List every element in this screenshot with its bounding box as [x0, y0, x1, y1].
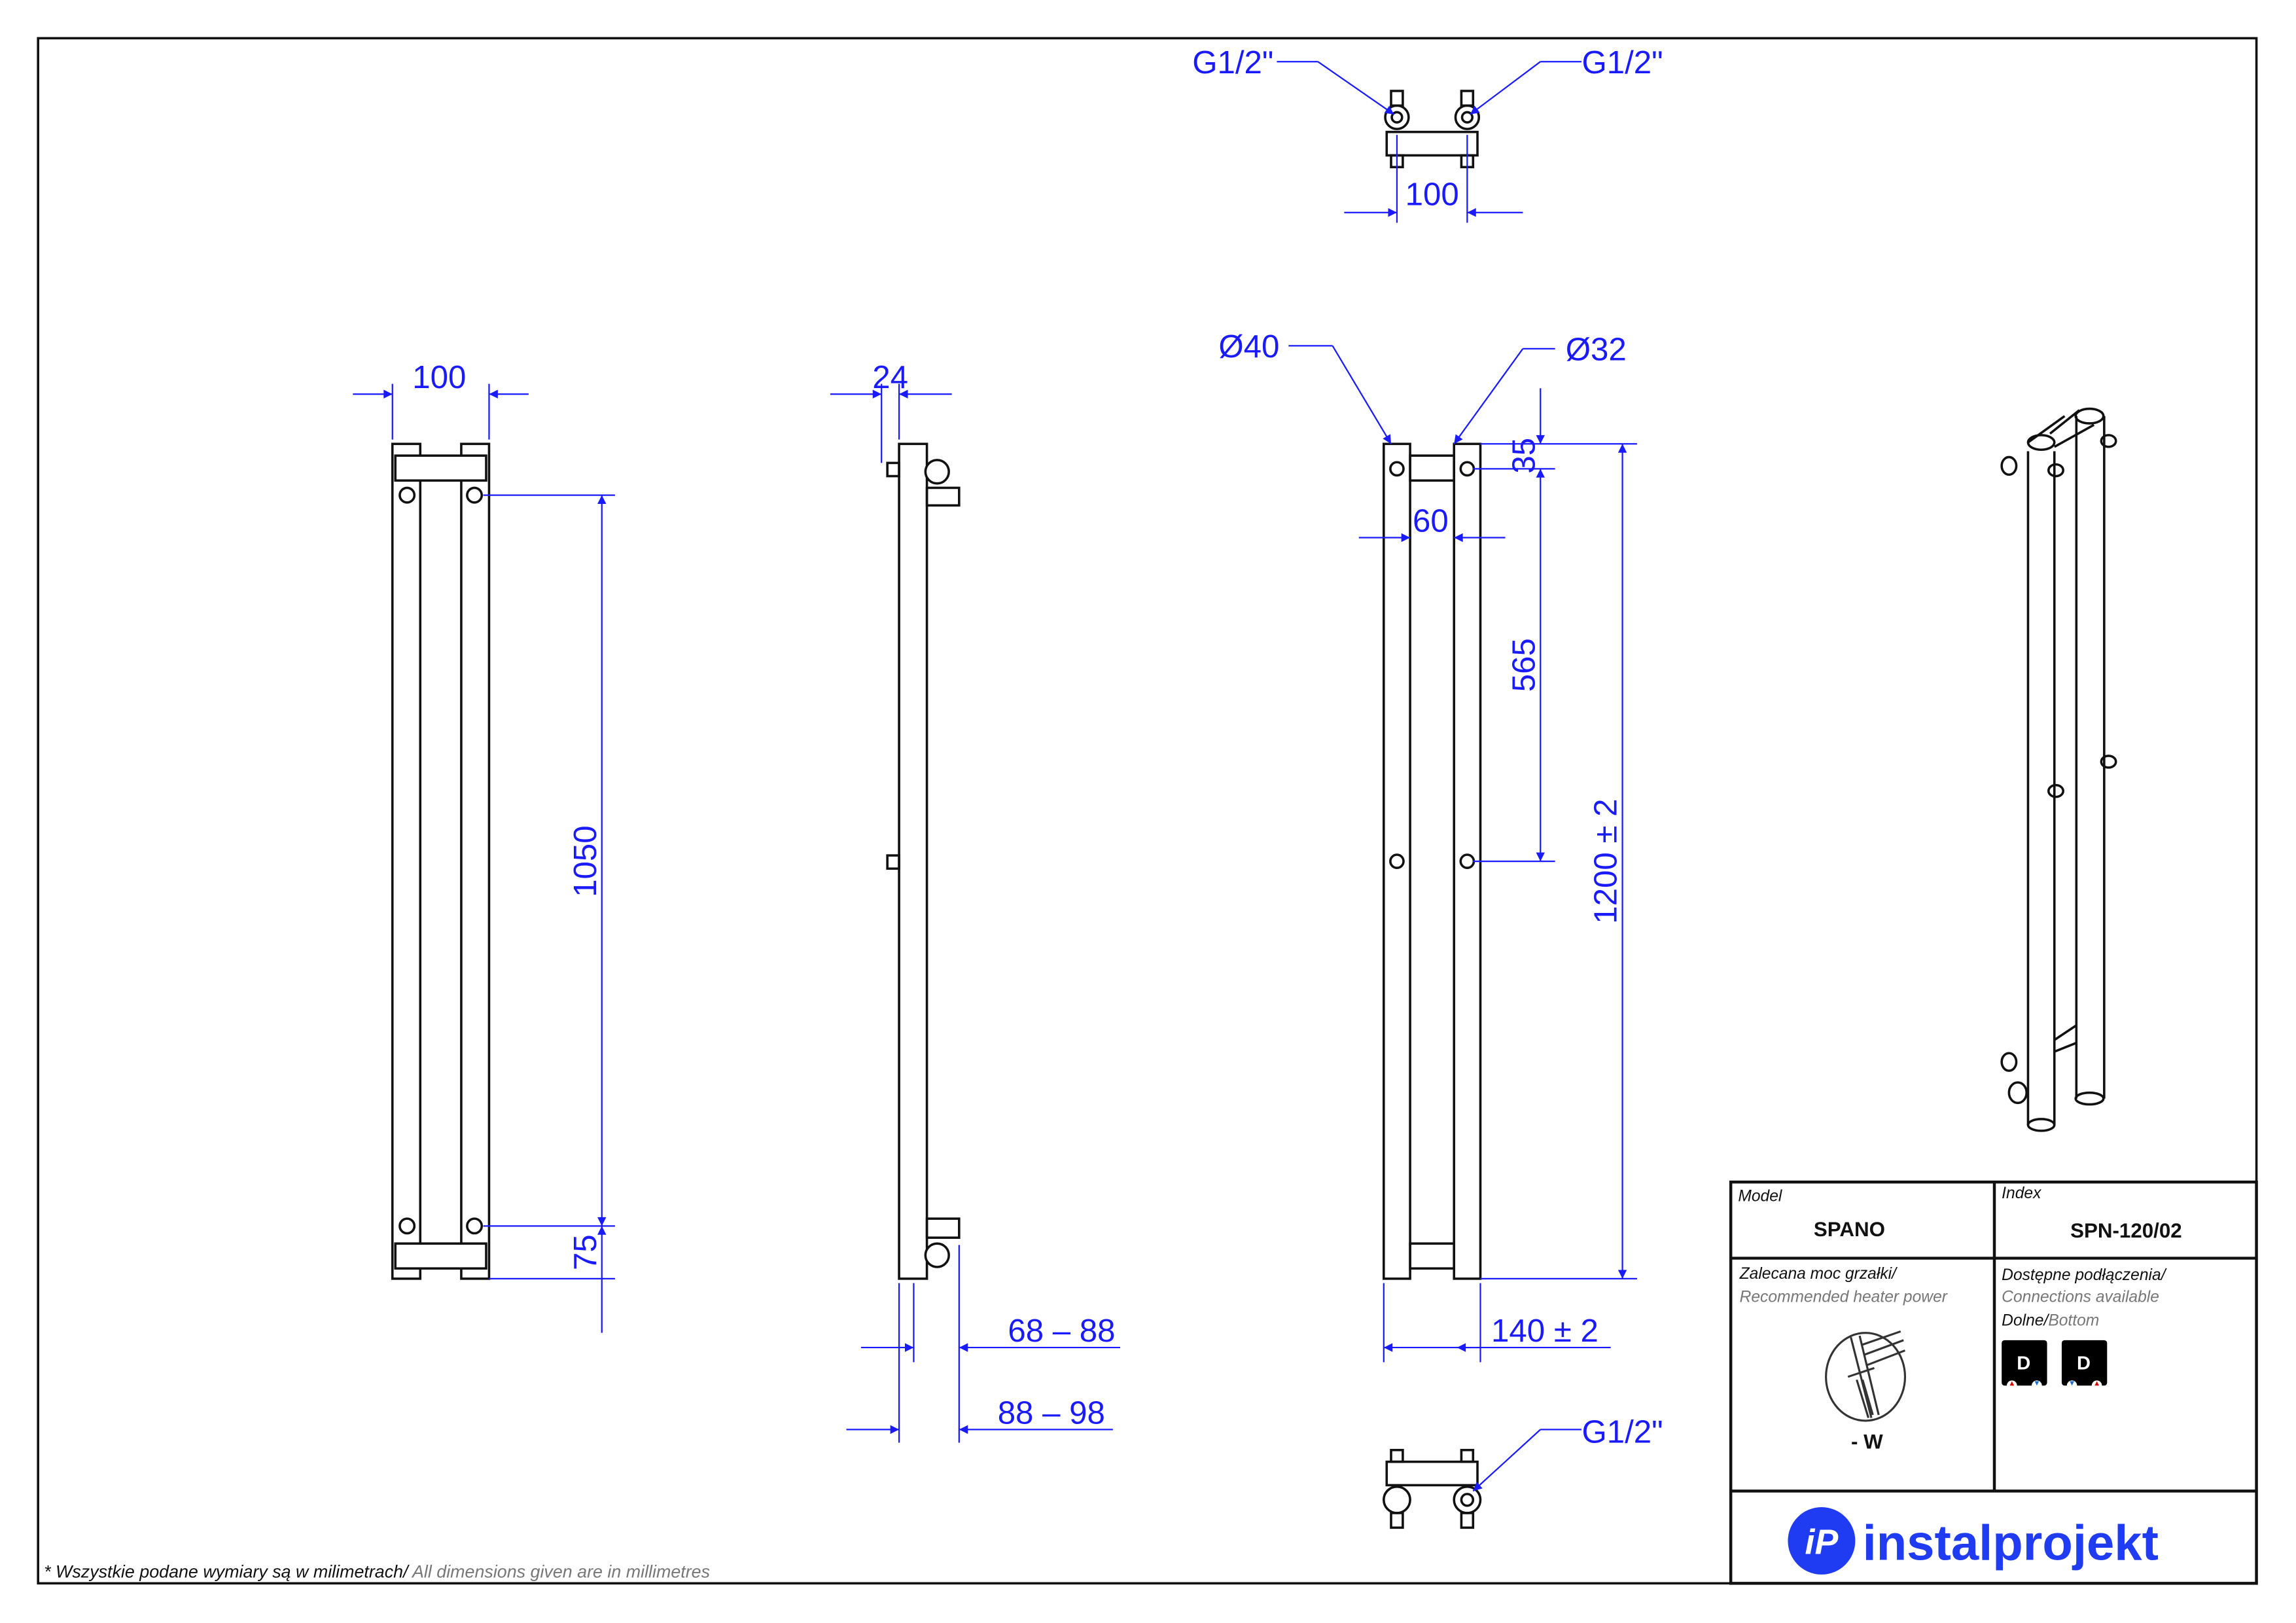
index-label: Index — [2002, 1185, 2042, 1202]
sheet-border — [37, 37, 2258, 1585]
footnote: * Wszystkie podane wymiary są w milimetr… — [44, 1561, 710, 1581]
dim-front-width: 100 — [412, 359, 466, 395]
index-value: SPN-120/02 — [2070, 1219, 2182, 1242]
label-connection-bottom: G1/2" — [1581, 1414, 1663, 1450]
heater-value: - W — [1851, 1430, 1883, 1453]
dim-inner-diameter: Ø32 — [1566, 332, 1627, 368]
svg-text:D: D — [2017, 1353, 2030, 1374]
top-view: G1/2" G1/2" 100 — [1192, 45, 1663, 223]
connection-badge: D — [2002, 1340, 2047, 1391]
dim-front-spacing: 1050 — [567, 825, 603, 897]
dim-wall-range-1: 68 – 88 — [1008, 1313, 1115, 1349]
dim-wall-range-2: 88 – 98 — [998, 1395, 1105, 1431]
brand-logo: iP instalprojekt — [1788, 1507, 2159, 1575]
dim-outer-diameter: Ø40 — [1218, 329, 1279, 365]
title-block: Model SPANO Index SPN-120/02 Zalecana mo… — [1729, 1180, 2258, 1585]
heater-label-pl: Zalecana moc grzałki/ — [1739, 1265, 1898, 1283]
front-view: 100 1050 75 — [353, 359, 615, 1333]
bottom-view: G1/2" — [1383, 1414, 1663, 1529]
svg-text:instalprojekt: instalprojekt — [1863, 1516, 2159, 1571]
connections-type: Dolne/Bottom — [2002, 1311, 2099, 1329]
connections-label-pl: Dostępne podłączenia/ — [2002, 1266, 2167, 1284]
dim-middle: 565 — [1506, 638, 1542, 692]
model-value: SPANO — [1814, 1218, 1885, 1241]
model-label: Model — [1738, 1187, 1783, 1205]
dim-top-offset: 35 — [1506, 438, 1542, 474]
side-view: 24 68 – 88 88 – 98 — [830, 359, 1120, 1443]
dim-inner-width: 60 — [1413, 503, 1449, 539]
label-connection-left: G1/2" — [1192, 45, 1273, 80]
connections-label-en: Connections available — [2002, 1289, 2159, 1306]
dim-side-depth: 24 — [872, 359, 908, 395]
heater-label-en: Recommended heater power — [1740, 1289, 1949, 1306]
heater-icon — [1825, 1330, 1907, 1422]
dim-height: 1200 ± 2 — [1588, 798, 1624, 923]
isometric-view — [2000, 407, 2117, 1132]
label-connection-right: G1/2" — [1581, 45, 1663, 80]
dim-width: 140 ± 2 — [1491, 1313, 1598, 1349]
connection-badge: D — [2061, 1340, 2108, 1391]
svg-text:D: D — [2077, 1353, 2091, 1374]
dim-connection-spacing: 100 — [1405, 177, 1459, 213]
back-view: Ø40 Ø32 35 565 1200 ± 2 60 140 ± 2 — [1218, 329, 1637, 1363]
svg-text:iP: iP — [1805, 1523, 1839, 1562]
dim-front-bottom: 75 — [567, 1234, 603, 1270]
